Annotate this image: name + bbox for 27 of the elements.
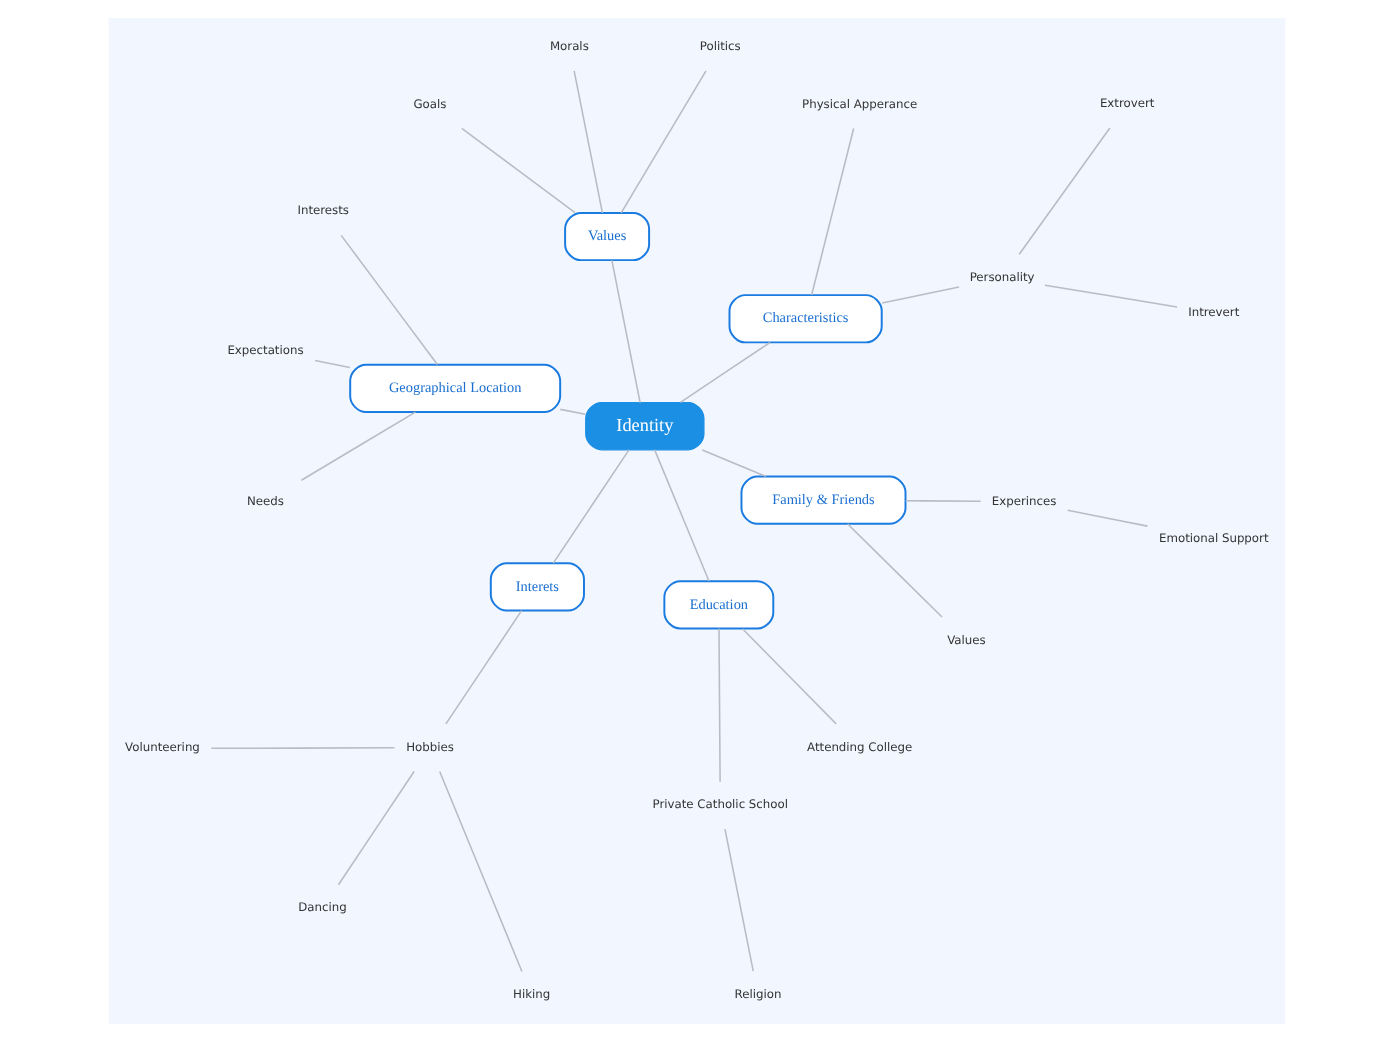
connector bbox=[700, 448, 766, 477]
node-box: Identity bbox=[584, 400, 704, 450]
connector bbox=[717, 626, 720, 782]
connector bbox=[444, 608, 522, 724]
connector bbox=[880, 285, 959, 303]
connector bbox=[740, 627, 836, 724]
connector bbox=[336, 769, 414, 885]
connector bbox=[809, 126, 854, 295]
connector bbox=[572, 69, 603, 213]
connector bbox=[460, 126, 575, 213]
connector bbox=[845, 522, 942, 617]
connector bbox=[299, 410, 416, 480]
connector bbox=[678, 340, 770, 403]
connector bbox=[1065, 508, 1148, 526]
connector bbox=[610, 258, 640, 403]
connector bbox=[652, 448, 709, 581]
connector bbox=[1043, 283, 1177, 307]
connector bbox=[437, 769, 522, 972]
connector bbox=[339, 233, 438, 365]
connector bbox=[551, 448, 629, 563]
connector bbox=[903, 499, 981, 502]
connector bbox=[723, 827, 754, 971]
connector bbox=[1017, 126, 1110, 255]
connector bbox=[619, 69, 706, 213]
connector bbox=[209, 746, 395, 749]
connector bbox=[558, 407, 586, 415]
connector bbox=[313, 358, 350, 368]
